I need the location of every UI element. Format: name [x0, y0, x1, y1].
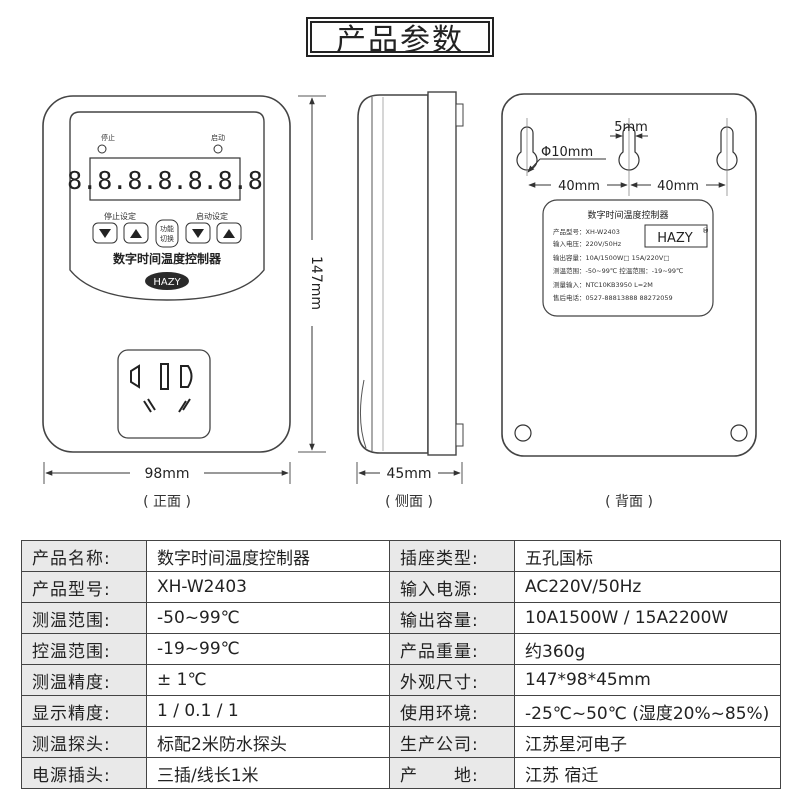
page-title: 产品参数 — [306, 17, 494, 58]
label-line: 输出容量：10A/1500W□ 15A/220V□ — [553, 253, 670, 262]
lcd-display — [89, 157, 241, 201]
spec-value: XH-W2403 — [146, 571, 390, 603]
depth-dimension-label: 45mm — [386, 466, 431, 482]
label-line: 输入电压：220V/50Hz — [553, 239, 622, 248]
start-led — [213, 144, 223, 154]
spec-key: 控温范围: — [21, 633, 147, 665]
side-mount-tab-bottom — [455, 423, 464, 447]
back-view-caption: ( 背面 ) — [605, 494, 653, 510]
spec-value: -50~99℃ — [146, 602, 390, 634]
control-panel — [69, 111, 265, 301]
table-row: 产品名称: 数字时间温度控制器 插座类型: 五孔国标 — [21, 540, 781, 572]
table-row: 显示精度: 1 / 0.1 / 1 使用环境: -25℃~50℃ (湿度20%~… — [21, 695, 781, 727]
registered-mark-icon: ® — [702, 227, 709, 235]
socket-slot-right — [178, 398, 191, 413]
spec-table: 产品名称: 数字时间温度控制器 插座类型: 五孔国标 产品型号: XH-W240… — [21, 540, 781, 789]
table-row: 测温探头: 标配2米防水探头 生产公司: 江苏星河电子 — [21, 726, 781, 758]
table-row: 控温范围: -19~99℃ 产品重量: 约360g — [21, 633, 781, 665]
table-row: 测温范围: -50~99℃ 输出容量: 10A1500W / 15A2200W — [21, 602, 781, 634]
spec-key: 外观尺寸: — [389, 664, 515, 696]
height-dimension-label: 147mm — [308, 256, 324, 310]
label-brand-text: HAZY — [657, 231, 693, 246]
function-switch-label-bottom: 切换 — [160, 234, 174, 243]
brand-badge — [145, 272, 189, 290]
side-housing — [357, 94, 429, 454]
label-brand-box — [644, 224, 708, 248]
spacing-right-label: 40mm — [657, 179, 699, 194]
spec-key: 显示精度: — [21, 695, 147, 727]
spec-value: 江苏 宿迁 — [514, 757, 781, 789]
back-view: Φ10mm 5mm 40mm 40mm 数字时间温度控制器 HAZY ® 产品型… — [501, 93, 757, 457]
start-indicator-label: 启动 — [211, 133, 225, 142]
triangle-up-icon — [223, 229, 235, 238]
table-row: 电源插头: 三插/线长1米 产 地: 江苏 宿迁 — [21, 757, 781, 789]
function-switch-button[interactable] — [155, 219, 179, 248]
triangle-down-icon — [192, 229, 204, 238]
front-view: 停止 启动 8.8.8.8.8.8.8 停止设定 启动设定 功能 切换 数字时间… — [42, 95, 326, 484]
label-line: 售后电话：0527-88813888 88272059 — [553, 293, 673, 302]
views-drawing: 停止 启动 8.8.8.8.8.8.8 停止设定 启动设定 功能 切换 数字时间… — [42, 91, 757, 484]
start-setting-label: 启动设定 — [196, 211, 228, 221]
triangle-down-icon — [99, 229, 111, 238]
width-dimension-label: 98mm — [144, 466, 189, 482]
socket-slot-left — [143, 398, 156, 413]
label-line: 产品型号：XH-W2403 — [553, 227, 620, 236]
front-product-name: 数字时间温度控制器 — [113, 251, 222, 266]
spec-value: 数字时间温度控制器 — [146, 540, 390, 572]
spec-value: -19~99℃ — [146, 633, 390, 665]
spec-key: 测温范围: — [21, 602, 147, 634]
screw-hole-right — [730, 424, 748, 442]
side-view: 45mm — [356, 91, 464, 484]
spec-key: 产品名称: — [21, 540, 147, 572]
hole-diameter-label: Φ10mm — [541, 145, 593, 160]
spec-key: 插座类型: — [389, 540, 515, 572]
spec-value: 江苏星河电子 — [514, 726, 781, 758]
spec-key: 产 地: — [389, 757, 515, 789]
screw-hole-left — [514, 424, 532, 442]
label-line: 测温范围：-50~99℃ 控温范围：-19~99℃ — [553, 266, 683, 275]
spec-value: 标配2米防水探头 — [146, 726, 390, 758]
display-digits: 8.8.8.8.8.8.8 — [67, 166, 263, 195]
socket-face — [117, 349, 211, 439]
table-row: 产品型号: XH-W2403 输入电源: AC220V/50Hz — [21, 571, 781, 603]
spec-value: 约360g — [514, 633, 781, 665]
stop-setting-label: 停止设定 — [104, 211, 136, 221]
spec-key: 产品型号: — [21, 571, 147, 603]
side-mount-tab-top — [455, 103, 464, 127]
stop-led — [97, 144, 107, 154]
spec-key: 测温探头: — [21, 726, 147, 758]
spec-value: 1 / 0.1 / 1 — [146, 695, 390, 727]
side-back-plate — [427, 91, 457, 456]
spec-key: 输出容量: — [389, 602, 515, 634]
spec-key: 生产公司: — [389, 726, 515, 758]
socket-pin-left — [130, 364, 140, 389]
spec-value: -25℃~50℃ (湿度20%~85%) — [514, 695, 781, 727]
spec-value: AC220V/50Hz — [514, 571, 781, 603]
side-view-caption: ( 侧面 ) — [385, 494, 433, 510]
spec-key: 产品重量: — [389, 633, 515, 665]
slot-width-label: 5mm — [614, 120, 648, 135]
label-line: 测量输入：NTC10KB3950 L=2M — [553, 280, 653, 289]
spec-key: 电源插头: — [21, 757, 147, 789]
spec-key: 输入电源: — [389, 571, 515, 603]
function-switch-label-top: 功能 — [160, 224, 174, 233]
stop-indicator-label: 停止 — [101, 133, 115, 142]
spacing-left-label: 40mm — [558, 179, 600, 194]
spec-value: ± 1℃ — [146, 664, 390, 696]
spec-value: 三插/线长1米 — [146, 757, 390, 789]
table-row: 测温精度: ± 1℃ 外观尺寸: 147*98*45mm — [21, 664, 781, 696]
spec-key: 测温精度: — [21, 664, 147, 696]
socket-pin-right — [180, 365, 193, 388]
front-brand-text: HAZY — [153, 277, 181, 288]
spec-key: 使用环境: — [389, 695, 515, 727]
socket-pin-ground — [160, 363, 169, 390]
front-view-caption: ( 正面 ) — [143, 494, 191, 510]
spec-value: 147*98*45mm — [514, 664, 781, 696]
label-title: 数字时间温度控制器 — [587, 209, 668, 221]
spec-value: 五孔国标 — [514, 540, 781, 572]
triangle-up-icon — [130, 229, 142, 238]
spec-value: 10A1500W / 15A2200W — [514, 602, 781, 634]
